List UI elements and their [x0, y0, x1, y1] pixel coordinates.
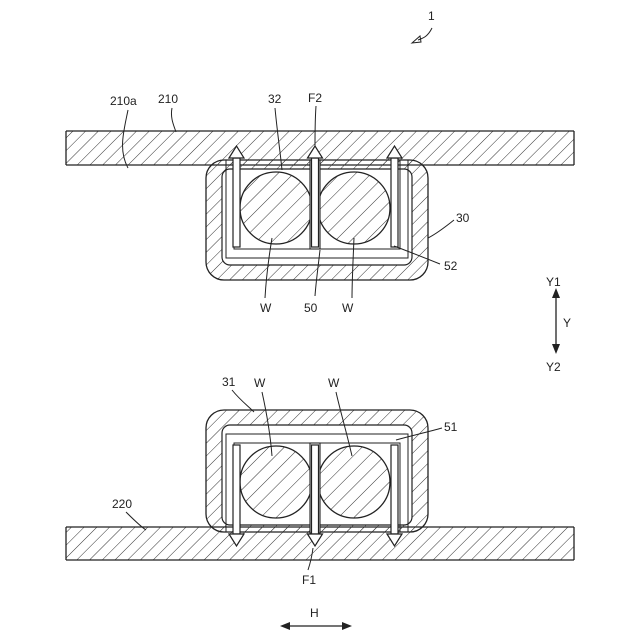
label-assembly: 1	[428, 9, 435, 23]
label-holder-top: 30	[456, 211, 470, 225]
label-dir-y2: Y2	[546, 360, 561, 374]
label-wire-bottom-right: W	[328, 376, 340, 390]
direction-y-arrow	[552, 288, 560, 354]
label-frame-top: 52	[444, 259, 458, 273]
label-dir-y1: Y1	[546, 275, 561, 289]
label-force-bottom: F1	[302, 573, 316, 587]
label-dir-h: H	[310, 606, 319, 620]
label-spacer: 50	[304, 301, 318, 315]
label-groove-top: 32	[268, 92, 282, 106]
label-plate-top-face: 210a	[110, 94, 137, 108]
label-wire-top-right: W	[342, 301, 354, 315]
label-force-top: F2	[308, 91, 322, 105]
wire-top-left	[240, 172, 312, 244]
wire-top-right	[318, 172, 390, 244]
label-dir-y: Y	[563, 316, 571, 330]
label-plate-top: 210	[158, 92, 178, 106]
label-frame-bottom: 51	[444, 420, 458, 434]
wire-bottom-left	[240, 446, 312, 518]
label-wire-bottom-left: W	[254, 376, 266, 390]
label-plate-bottom: 220	[112, 497, 132, 511]
wire-bottom-right	[318, 446, 390, 518]
label-holder-bottom: 31	[222, 375, 236, 389]
direction-h-arrow	[280, 622, 352, 630]
label-wire-top-left: W	[260, 301, 272, 315]
